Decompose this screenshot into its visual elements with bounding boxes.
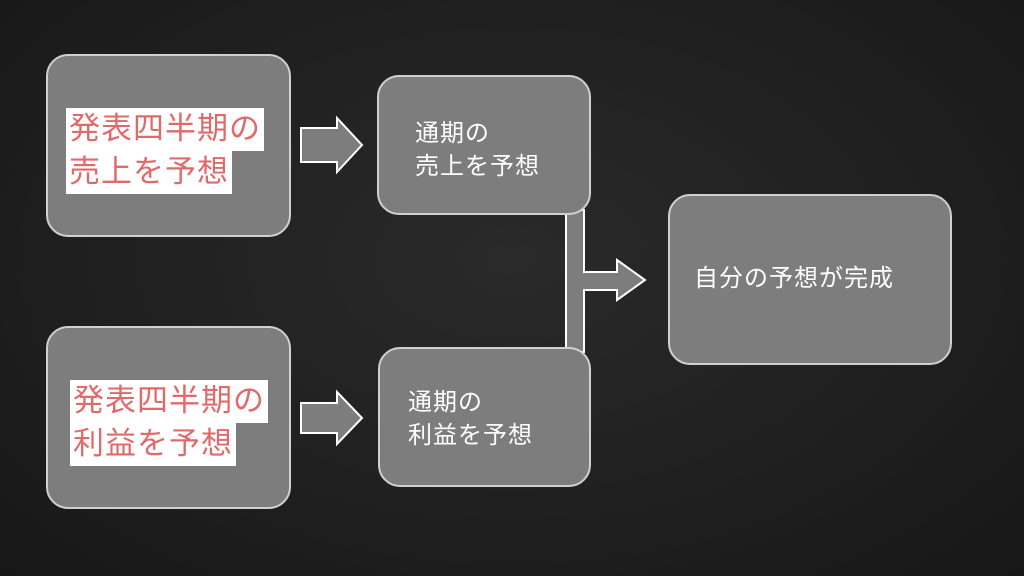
fullyear-profit-line-1: 通期の: [408, 388, 483, 416]
quarter-profit-line-1: 発表四半期の: [70, 380, 268, 423]
fullyear-sales-line-1: 通期の: [415, 119, 490, 147]
quarter-profit-text: 発表四半期の 利益を予想: [70, 380, 268, 466]
result-text: 自分の予想が完成: [694, 262, 894, 295]
merge-arrow-icon: [565, 209, 647, 353]
quarter-sales-line-1: 発表四半期の: [66, 108, 264, 151]
quarter-sales-box: 発表四半期の 売上を予想: [46, 54, 291, 237]
fullyear-sales-line-2: 売上を予想: [415, 152, 540, 180]
quarter-sales-text: 発表四半期の 売上を予想: [66, 108, 264, 194]
arrow-right-icon: [300, 115, 364, 175]
fullyear-profit-box: 通期の 利益を予想: [378, 347, 591, 487]
quarter-profit-box: 発表四半期の 利益を予想: [46, 326, 291, 509]
quarter-profit-line-2: 利益を予想: [70, 423, 236, 466]
result-box: 自分の予想が完成: [668, 194, 952, 365]
fullyear-profit-text: 通期の 利益を予想: [408, 386, 533, 452]
result-line-1: 自分の予想が完成: [694, 264, 894, 292]
fullyear-profit-line-2: 利益を予想: [408, 421, 533, 449]
fullyear-sales-box: 通期の 売上を予想: [377, 75, 591, 215]
fullyear-sales-text: 通期の 売上を予想: [415, 117, 540, 183]
arrow-right-icon: [300, 389, 364, 447]
quarter-sales-line-2: 売上を予想: [66, 151, 232, 194]
